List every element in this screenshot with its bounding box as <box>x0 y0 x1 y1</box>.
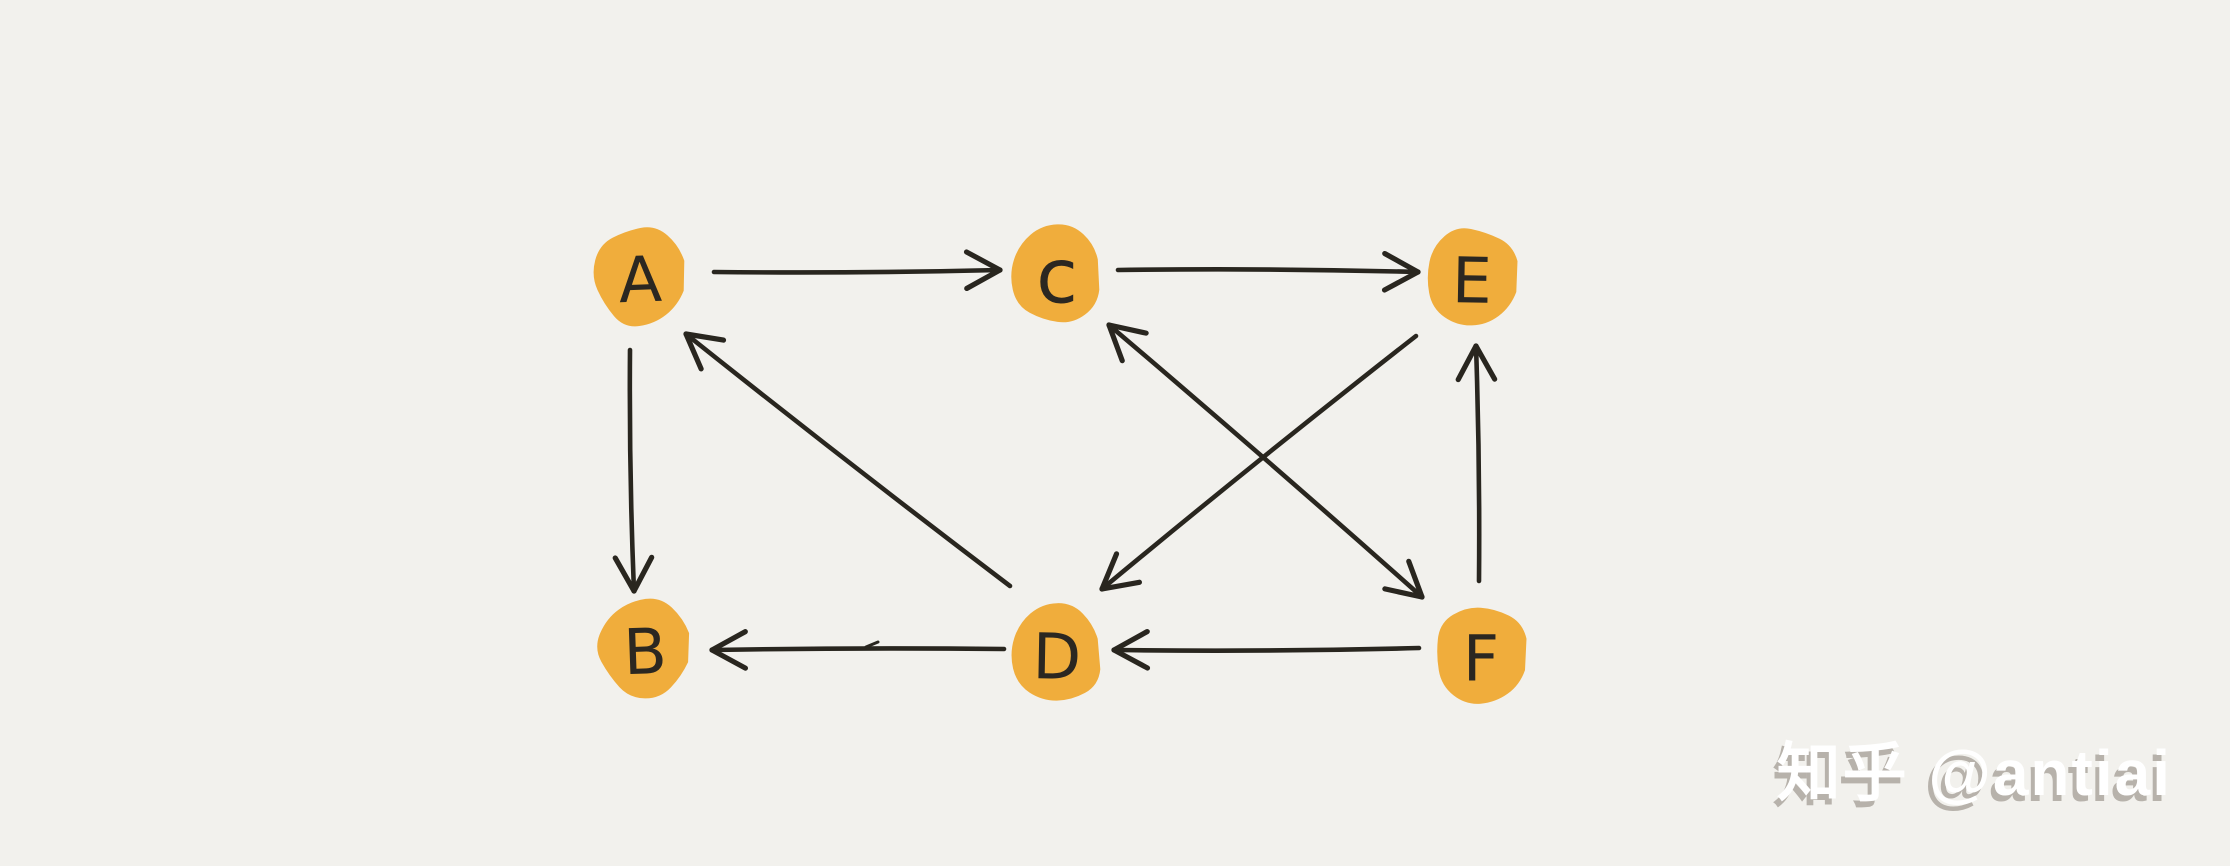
node-E: E <box>1427 228 1518 326</box>
node-D-label: D <box>1032 620 1082 694</box>
node-C-label: c <box>1036 232 1078 321</box>
node-A: A <box>593 227 685 327</box>
node-C: c <box>1011 224 1100 323</box>
node-F: F <box>1437 607 1527 704</box>
node-E-circle <box>1427 228 1518 326</box>
node-B-label: B <box>622 615 668 689</box>
edge-F-E <box>1455 343 1498 584</box>
node-C-circle <box>1011 224 1100 323</box>
node-F-circle <box>1437 607 1527 704</box>
edge-C-E <box>1115 250 1421 293</box>
node-B-circle <box>597 598 690 699</box>
edge-F-D <box>1111 628 1422 671</box>
edge-A-C <box>711 249 1003 292</box>
stray-mark <box>864 640 880 649</box>
node-F-label: F <box>1463 623 1499 696</box>
edge-D-A <box>683 331 1013 589</box>
edge-E-D <box>1099 333 1419 592</box>
edge-D-B <box>709 629 1007 671</box>
edge-A-B <box>612 347 655 594</box>
node-A-circle <box>593 227 685 327</box>
node-D: D <box>1011 603 1101 701</box>
edge-C-F <box>1106 322 1425 600</box>
node-A-label: A <box>617 243 663 317</box>
node-B: B <box>597 598 690 699</box>
node-D-circle <box>1011 603 1101 701</box>
node-E-label: E <box>1451 244 1492 318</box>
watermark-text: 知乎 @antiai <box>1776 737 2172 809</box>
